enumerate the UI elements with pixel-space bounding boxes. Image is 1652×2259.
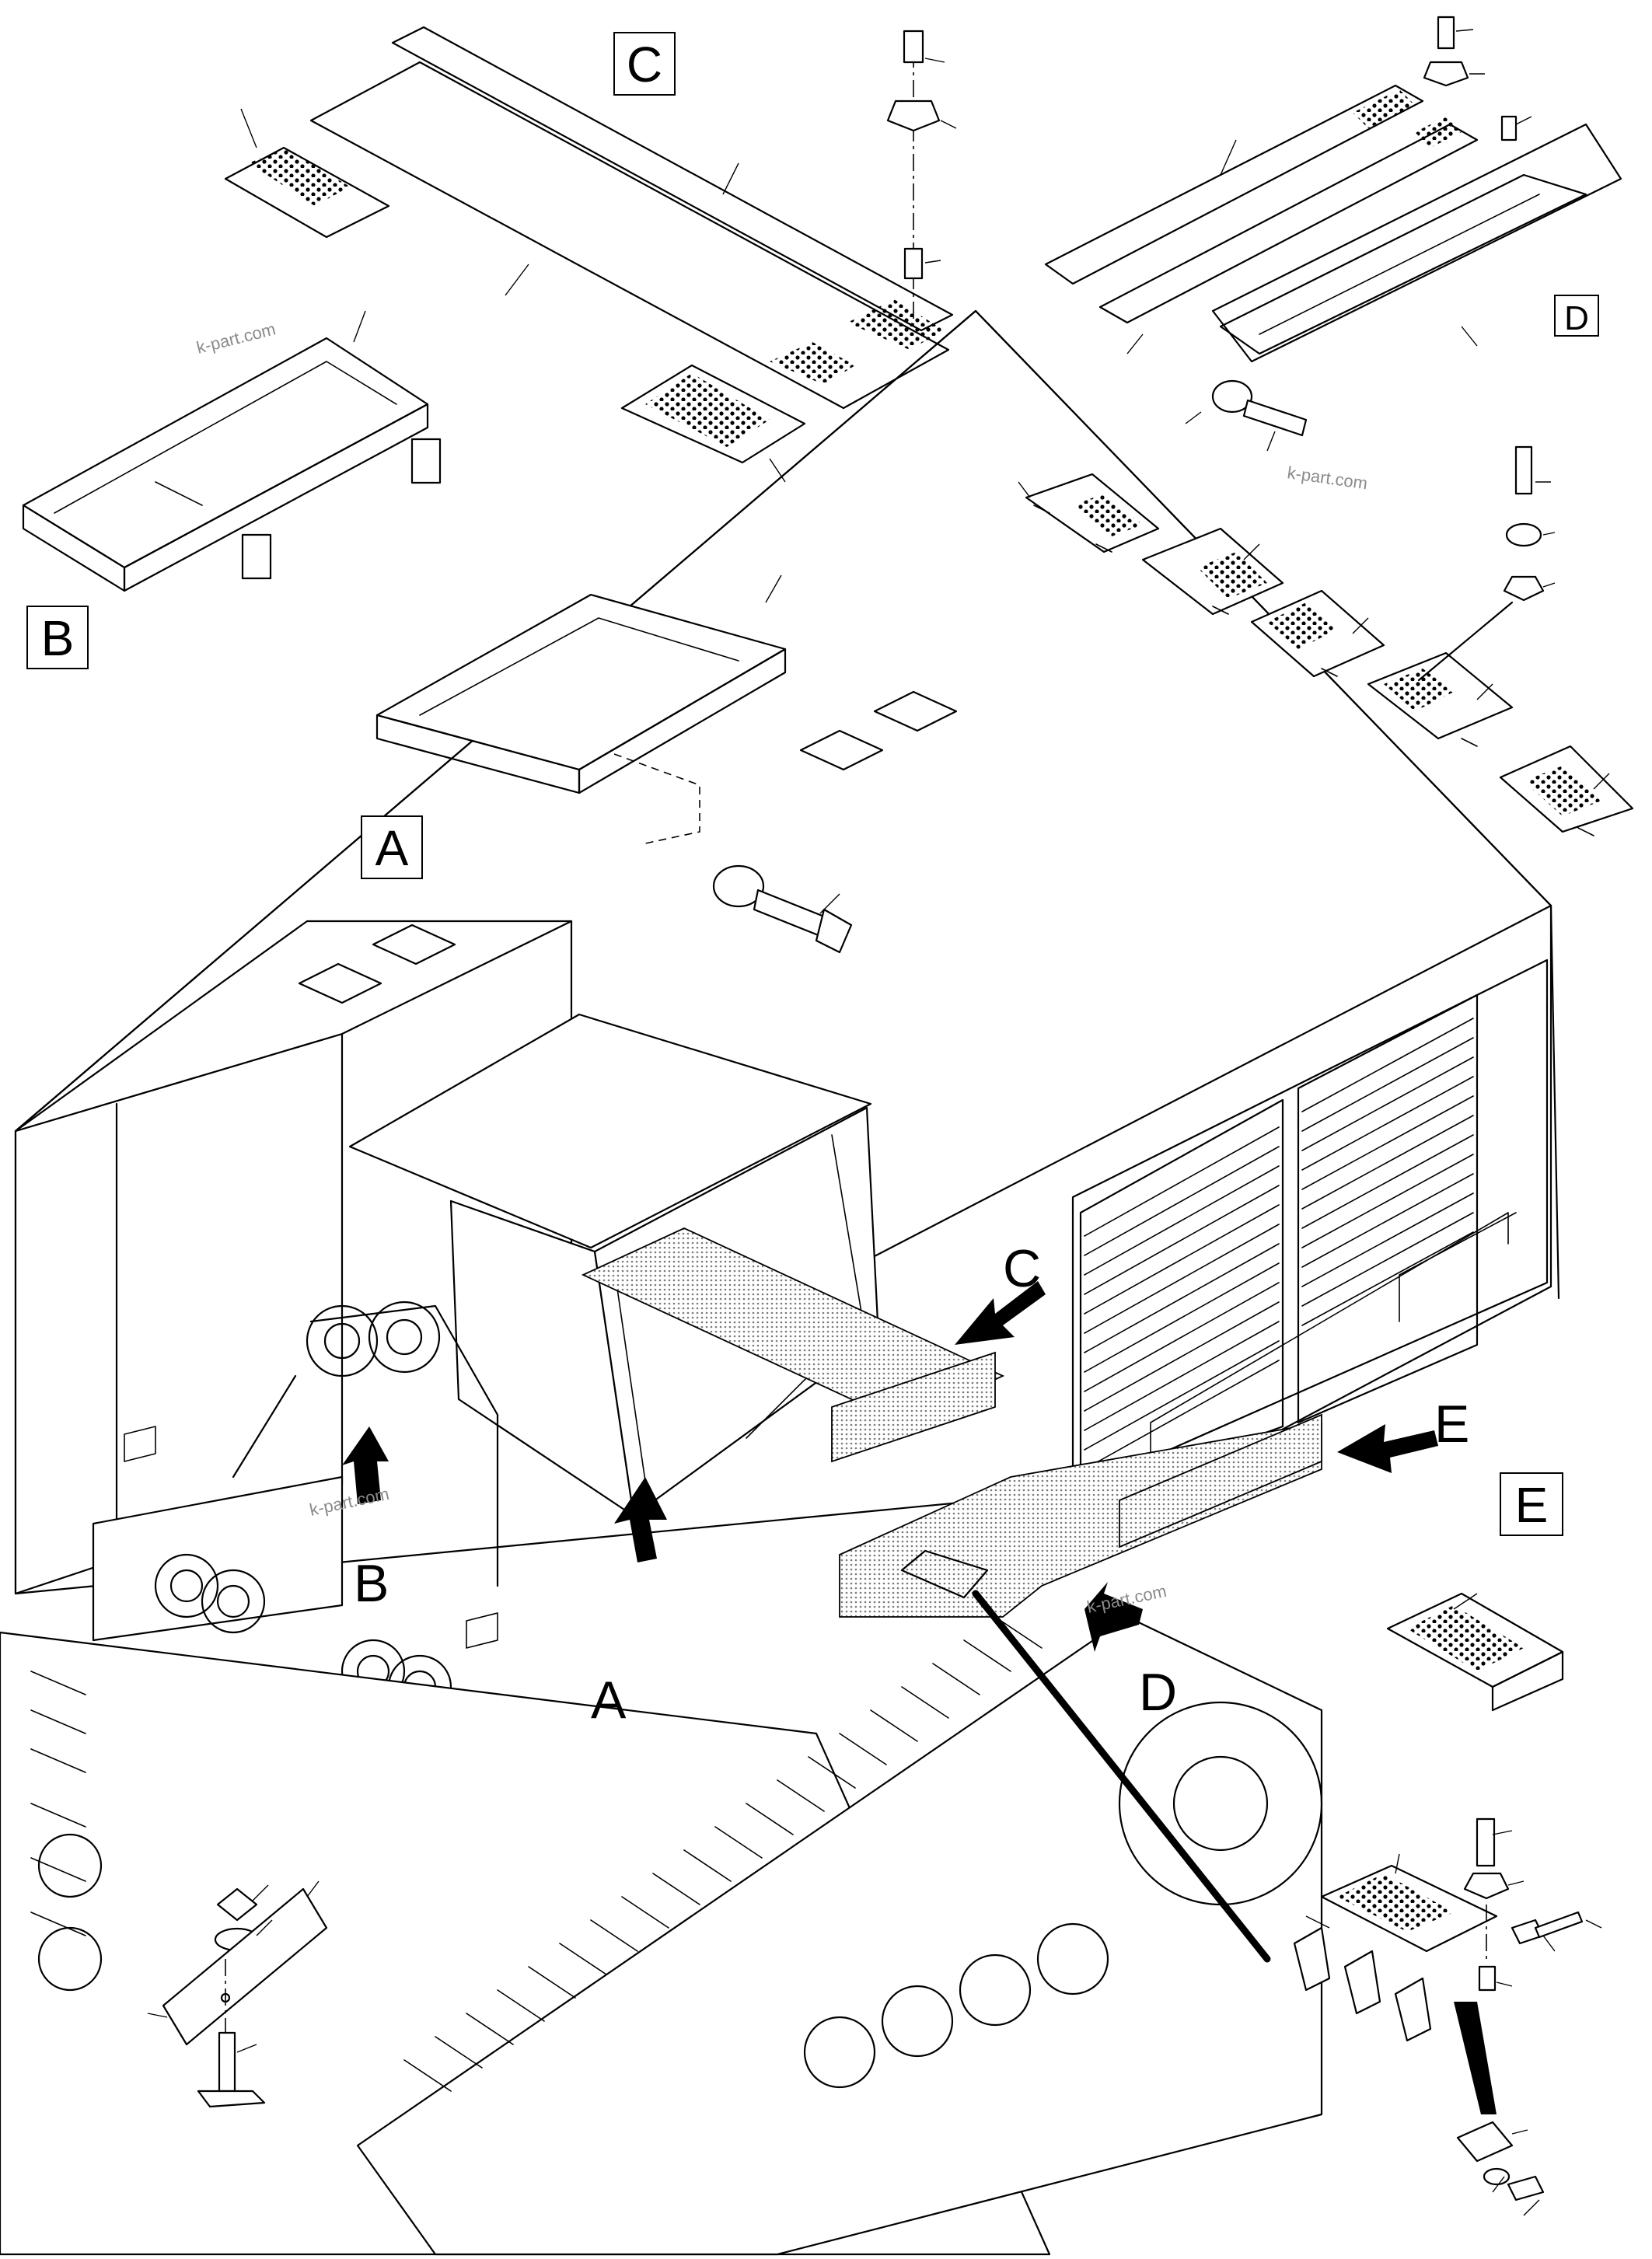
detail-e-steps <box>1018 445 1634 836</box>
excavator-upper-structure <box>14 309 1560 1595</box>
detail-label-b: B <box>26 606 89 669</box>
boom-pins <box>92 1301 499 1720</box>
detail-d-walkway <box>1044 16 1622 452</box>
callout-a: A <box>591 1671 627 1730</box>
detail-label-e: E <box>1500 1472 1563 1536</box>
callout-c: C <box>1003 1239 1041 1298</box>
svg-text:B: B <box>41 610 75 666</box>
arrow-d <box>1084 1582 1143 1652</box>
detail-a-tray <box>375 574 853 954</box>
walkway-positions <box>581 1227 1322 1963</box>
bracket-assembly <box>1293 1817 1602 2216</box>
detail-b-tray <box>22 310 442 592</box>
watermark: k-part.com <box>1085 1581 1168 1617</box>
svg-text:D: D <box>1564 299 1589 337</box>
arrow-b <box>342 1426 389 1504</box>
step-plate <box>1386 1592 1564 1712</box>
detail-label-c: C <box>613 32 676 96</box>
watermark: k-part.com <box>194 319 278 357</box>
mount-assembly <box>147 1880 328 2108</box>
callout-d: D <box>1139 1663 1177 1722</box>
svg-text:E: E <box>1515 1477 1549 1533</box>
roof-hatch <box>298 690 958 1004</box>
arrow-c <box>955 1281 1046 1345</box>
arrow-a <box>614 1477 667 1562</box>
detail-c-walkway <box>224 26 957 483</box>
detail-label-a: A <box>361 815 423 879</box>
locator-arrows <box>342 1281 1438 1652</box>
ventilation-grille <box>1079 993 1479 1502</box>
callout-e: E <box>1434 1395 1469 1454</box>
svg-text:A: A <box>375 820 409 876</box>
watermark: k-part.com <box>308 1484 391 1520</box>
svg-text:C: C <box>627 37 662 93</box>
arrow-e <box>1337 1424 1438 1473</box>
crawler-track <box>0 1615 1323 2256</box>
detail-label-d: D <box>1554 295 1599 337</box>
callout-b: B <box>354 1554 389 1613</box>
watermark: k-part.com <box>1286 463 1368 493</box>
